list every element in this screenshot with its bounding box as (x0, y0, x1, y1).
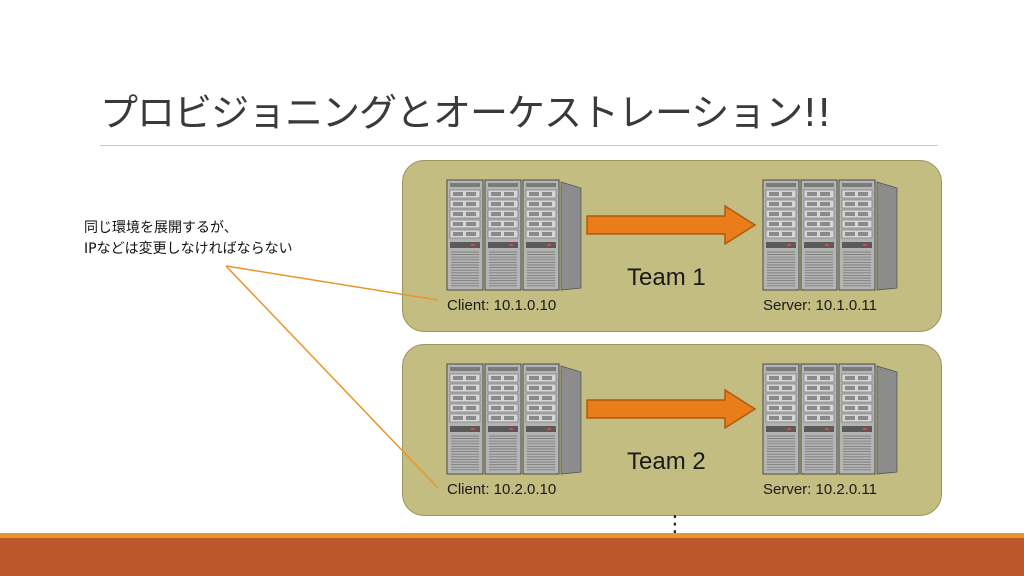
client-ip-label: Client: 10.2.0.10 (447, 481, 557, 498)
server-rack-icon (446, 363, 582, 475)
footer-stripe (0, 533, 1024, 538)
right-arrow-icon (586, 205, 757, 245)
more-teams-ellipsis: ⋮ (664, 512, 686, 537)
client-ip-label: Client: 10.1.0.10 (447, 297, 557, 314)
right-arrow-icon (586, 389, 757, 429)
server-rack-icon (762, 363, 898, 475)
title-divider (100, 145, 938, 146)
team-label: Team 1 (627, 264, 706, 291)
note-line-2: IPなどは変更しなければならない (84, 241, 293, 257)
server-rack-icon (446, 179, 582, 291)
team-1-panel: Team 1 Client: 10.1.0.10 Server: 10.1.0.… (402, 160, 942, 332)
team-2-panel: Team 2 Client: 10.2.0.10 Server: 10.2.0.… (402, 344, 942, 516)
annotation-note: 同じ環境を展開するが、 IPなどは変更しなければならない (84, 218, 293, 260)
team-label: Team 2 (627, 448, 706, 475)
server-ip-label: Server: 10.2.0.11 (763, 481, 877, 498)
footer-bar (0, 538, 1024, 576)
slide-title: プロビジョニングとオーケストレーション!! (100, 91, 832, 135)
server-ip-label: Server: 10.1.0.11 (763, 297, 877, 314)
note-line-1: 同じ環境を展開するが、 (84, 220, 238, 236)
server-rack-icon (762, 179, 898, 291)
